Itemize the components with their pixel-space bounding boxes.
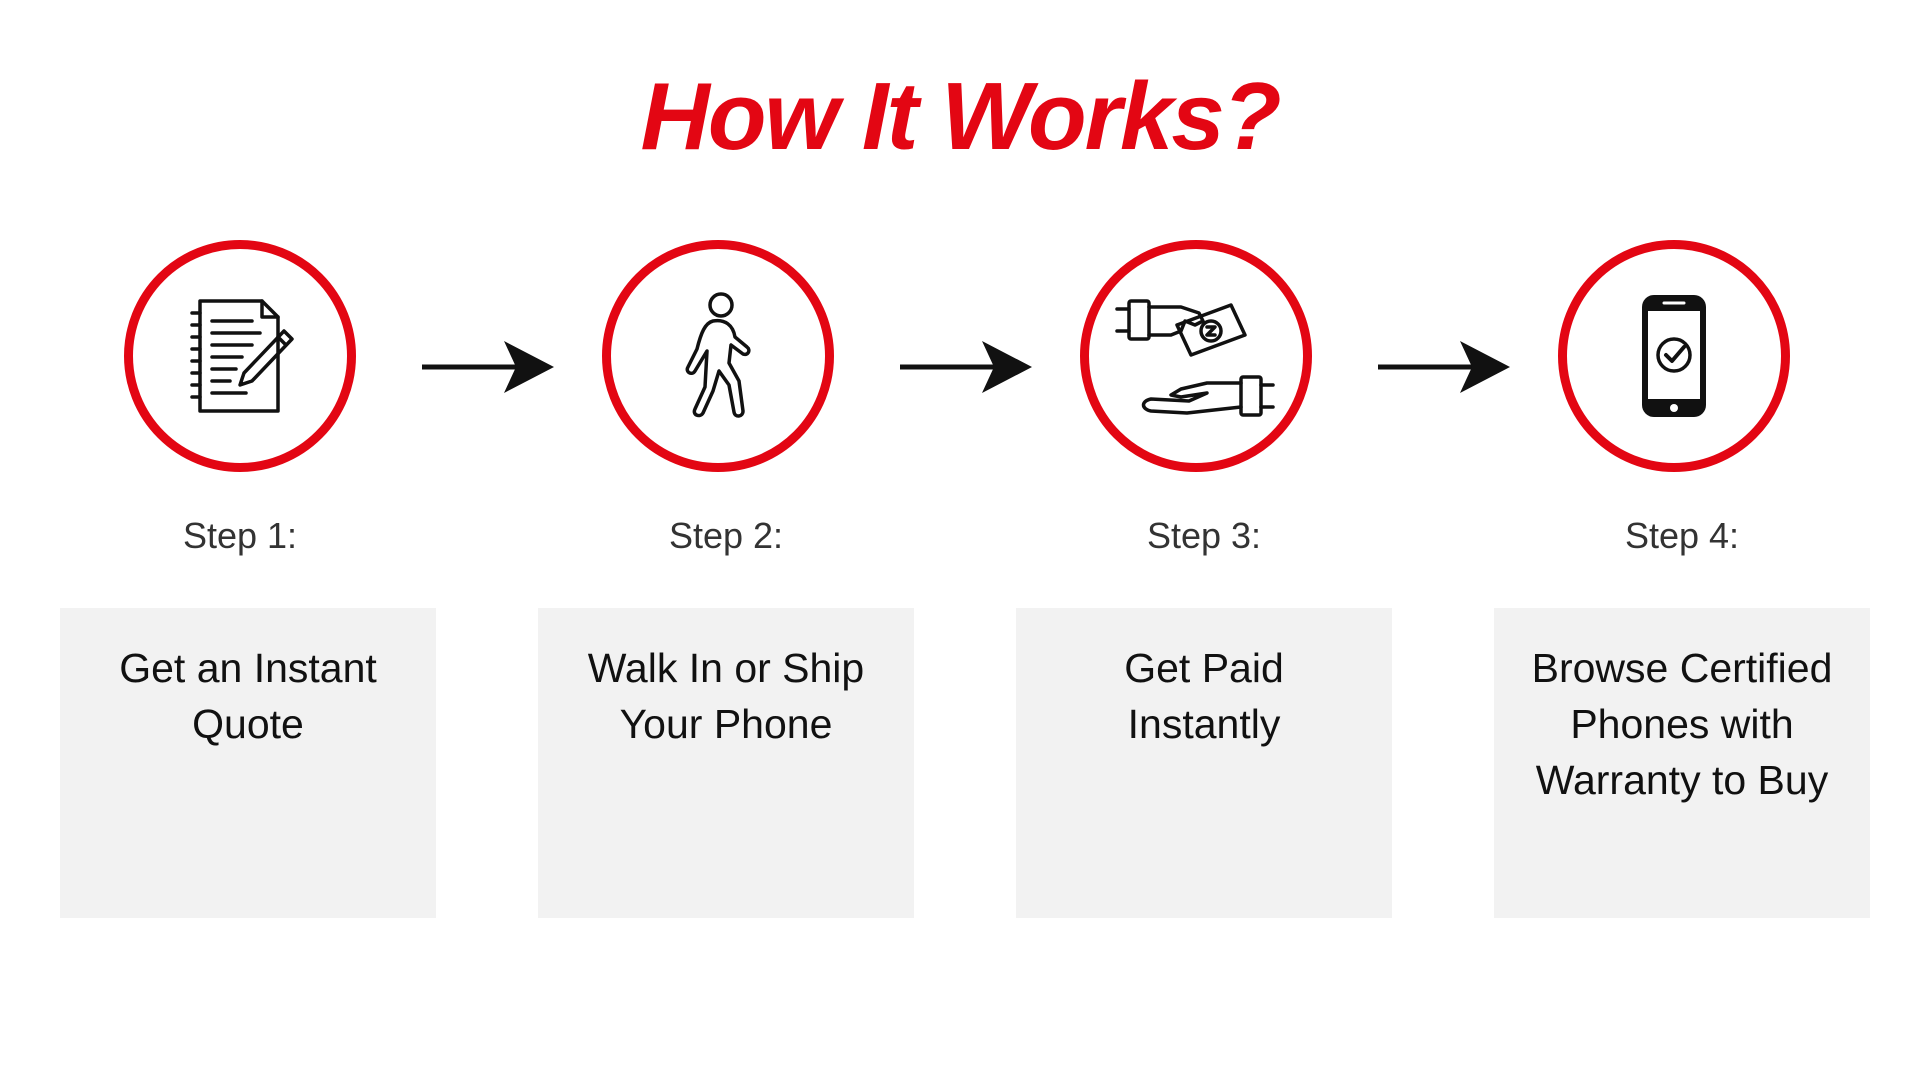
arrow-right-icon <box>422 341 554 393</box>
arrow-right-icon <box>1378 341 1510 393</box>
step-4-box: Browse Certified Phones with Warranty to… <box>1494 608 1870 918</box>
step-4-circle <box>1558 240 1790 472</box>
walking-person-icon <box>685 292 751 418</box>
page-title: How It Works? <box>640 63 1282 170</box>
phone-checkmark-icon <box>1642 295 1706 417</box>
step-2-circle <box>602 240 834 472</box>
step-1-label: Step 1: <box>182 515 298 556</box>
step-3-circle <box>1080 240 1312 472</box>
arrow-right-icon <box>900 341 1032 393</box>
step-2-description: Walk In or Ship Your Phone <box>587 645 865 747</box>
quote-document-pencil-icon <box>190 299 294 413</box>
cash-payment-hands-icon <box>1115 299 1275 417</box>
step-3-description: Get Paid Instantly <box>1124 645 1284 747</box>
step-2-label: Step 2: <box>668 515 784 556</box>
step-1-description: Get an Instant Quote <box>119 645 377 747</box>
step-3-label: Step 3: <box>1146 515 1262 556</box>
step-4-label: Step 4: <box>1624 515 1740 556</box>
step-3-box: Get Paid Instantly <box>1016 608 1392 918</box>
step-1-circle <box>124 240 356 472</box>
step-2-box: Walk In or Ship Your Phone <box>538 608 914 918</box>
step-1-box: Get an Instant Quote <box>60 608 436 918</box>
step-4-description: Browse Certified Phones with Warranty to… <box>1531 645 1833 803</box>
